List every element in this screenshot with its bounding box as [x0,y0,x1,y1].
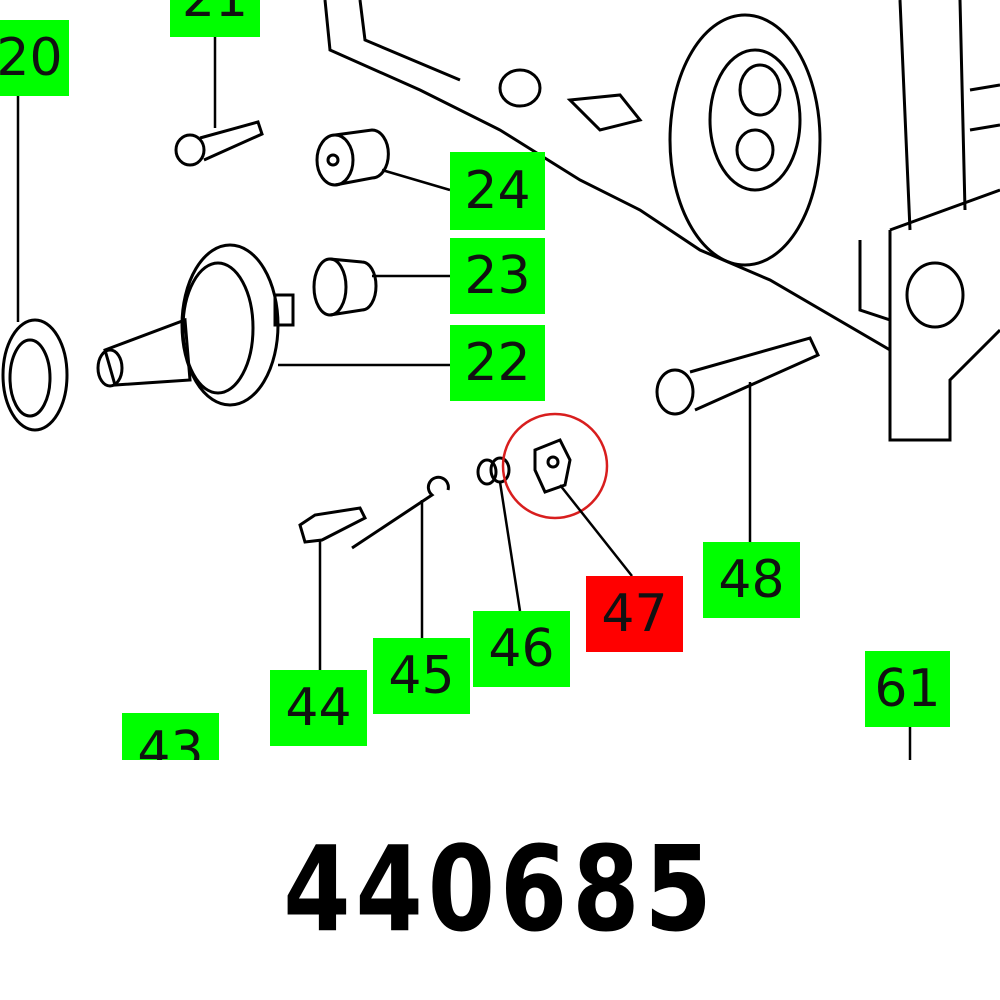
label-48[interactable]: 48 [703,542,800,618]
label-61[interactable]: 61 [865,651,950,727]
highlight-circle [501,412,609,520]
housing-drawing [323,0,1000,442]
label-21[interactable]: 21 [170,0,260,37]
label-44[interactable]: 44 [270,670,367,746]
label-23[interactable]: 23 [450,238,545,314]
part-number: 440685 [283,820,717,958]
label-47-highlighted[interactable]: 47 [586,576,683,652]
part-21-screw [174,120,264,167]
leader-24 [381,168,451,192]
leader-lines [16,37,912,760]
label-45[interactable]: 45 [373,638,470,714]
part-23-bearing [312,257,378,317]
part-20-seal [1,318,69,432]
part-drawings [1,0,1000,760]
label-20[interactable]: 20 [0,20,69,96]
part-48-bolt [655,336,821,416]
exploded-view: 21 20 24 23 22 47 48 46 45 44 43 61 [0,0,1000,760]
part-44-screw [298,506,368,544]
leader-47 [559,484,633,577]
part-47-clip [533,438,572,494]
leader-46 [498,481,522,612]
label-22[interactable]: 22 [450,325,545,401]
label-24[interactable]: 24 [450,152,545,230]
label-43[interactable]: 43 [122,713,219,760]
part-22-gear-shaft [96,243,295,407]
part-45-spring [351,475,450,550]
label-46[interactable]: 46 [473,611,570,687]
part-24-bushing [315,128,390,187]
